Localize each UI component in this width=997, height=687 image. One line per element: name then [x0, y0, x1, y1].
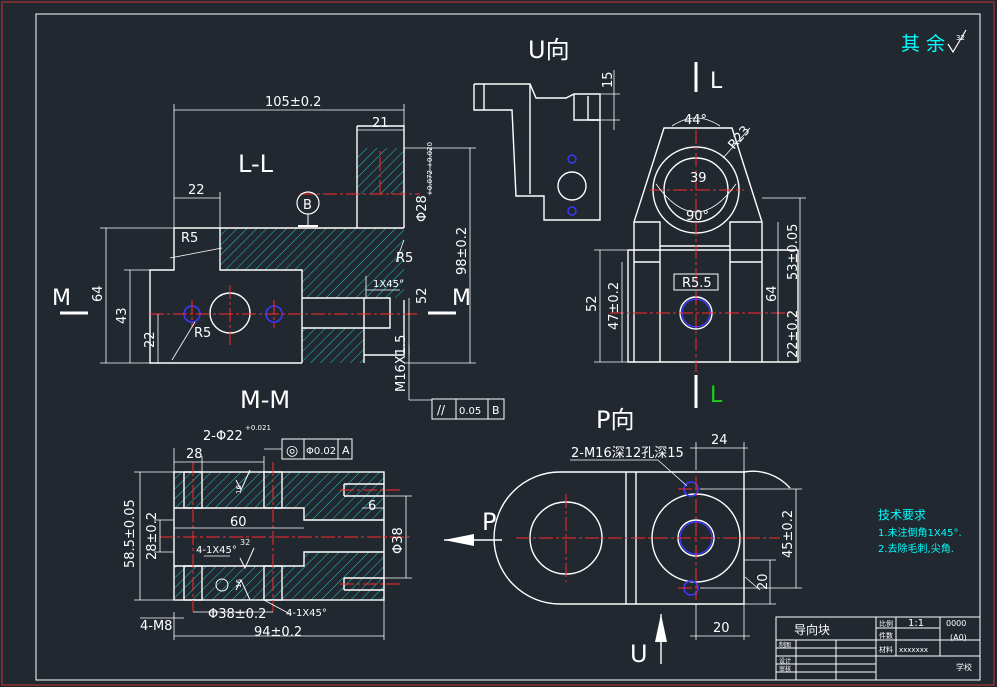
dim-l-44: 44° [684, 113, 707, 128]
dim-mm-16a: 16 [235, 485, 243, 494]
dim-mm-4x45b: 4-1X45° [286, 608, 327, 619]
tb-checked: 审核 [779, 665, 791, 673]
dim-l-22: 22±0.2 [786, 310, 801, 358]
mm-frame-datum: A [342, 444, 350, 457]
dim-ll-52: 52 [415, 287, 430, 304]
mm-hatch-bottom [174, 552, 384, 600]
view-p: P向 [493, 406, 802, 640]
arrow-u-label: U [630, 640, 648, 668]
section-m-left: M [52, 286, 71, 311]
ll-frame-datum: B [492, 404, 500, 417]
roughness-note: 其 余 32 [901, 29, 967, 55]
tb-part-name: 导向块 [794, 622, 830, 637]
arrow-p: P [444, 508, 502, 546]
dim-l-52: 52 [585, 295, 600, 312]
mm-frame-symbol: ◎ [286, 443, 298, 459]
dim-ll-22v: 22 [143, 331, 158, 348]
dim-mm-28v: 28±0.2 [145, 512, 160, 560]
dim-ll-22: 22 [188, 183, 205, 198]
dim-l-53: 53±0.05 [786, 224, 801, 280]
dim-p-2m16: 2-M16深12孔深15 [571, 446, 684, 461]
view-l: L L [585, 62, 806, 408]
dim-mm-94: 94±0.2 [254, 625, 302, 640]
dim-ll-r5a: R5 [181, 231, 198, 246]
tb-designed: 设计 [779, 657, 791, 665]
datum-b-label: B [303, 198, 312, 213]
dim-ll-21: 21 [372, 116, 389, 131]
dim-ll-r5c: R5 [194, 326, 211, 341]
view-u-title: U向 [528, 36, 570, 64]
tb-drawn: 制图 [779, 641, 791, 649]
dim-ll-98: 98±0.2 [455, 227, 470, 275]
dim-mm-32: 32 [240, 538, 250, 547]
dim-ll-chamfer: 1X45° [373, 279, 404, 290]
dim-ll-m16: M16X1.5 [394, 335, 409, 392]
ll-hatch-lower [302, 328, 364, 363]
tb-scale-value: 1:1 [908, 618, 924, 629]
dim-ll-105: 105±0.2 [265, 95, 321, 110]
dim-u-15: 15 [601, 71, 616, 88]
section-m-right: M [452, 286, 471, 311]
dim-mm-phi38: Φ38±0.2 [208, 607, 266, 622]
title-block: 导向块 比例 1:1 0000 (A0) 件数 材料 xxxxxxx 制图 设计… [775, 616, 981, 681]
section-l-top: L [710, 69, 723, 94]
roughness-label: 其 余 [901, 33, 945, 55]
tb-code: 0000 [946, 619, 966, 628]
tb-school: 学校 [956, 662, 972, 672]
view-u: U向 15 [473, 36, 620, 221]
technical-notes: 技术要求 1.未注倒角1X45°. 2.去除毛刺,尖角. [878, 508, 962, 555]
notes-line1: 1.未注倒角1X45°. [878, 526, 962, 539]
dim-ll-64: 64 [91, 285, 106, 302]
dim-l-47: 47±0.2 [607, 282, 622, 330]
ll-frame-value: 0.05 [459, 406, 481, 417]
dim-mm-6: 6 [368, 499, 376, 514]
tb-size: (A0) [950, 633, 967, 642]
arrow-p-label: P [482, 508, 496, 536]
tolerance-frame-concentric: ◎ Φ0.02 A [264, 438, 353, 460]
dim-p-24: 24 [711, 433, 728, 448]
tb-material-value: xxxxxxx [899, 646, 928, 654]
notes-title: 技术要求 [878, 508, 926, 522]
tb-scale-label: 比例 [879, 619, 893, 628]
dim-mm-phi38v: Φ38 [391, 527, 406, 554]
dim-mm-16b: 16 [235, 579, 243, 588]
dim-l-90: 90° [686, 209, 709, 224]
section-l-bottom: L [710, 383, 723, 408]
dim-mm-28: 28 [186, 447, 203, 462]
dim-l-64: 64 [765, 285, 780, 302]
dim-mm-2phi22: 2-Φ22 [203, 429, 243, 444]
dim-mm-2phi22-tol: +0.021 [245, 424, 271, 432]
view-ll: L-L B [52, 95, 505, 420]
dim-p-20v: 20 [756, 573, 771, 590]
mm-frame-value: Φ0.02 [306, 446, 336, 457]
ll-hatch-body [220, 228, 404, 298]
dim-mm-4m8: 4-M8 [140, 619, 172, 634]
dim-mm-4x45a: 4-1X45° [196, 545, 237, 556]
dim-ll-phi28: Φ28 [415, 195, 430, 222]
view-mm: M-M [123, 386, 412, 640]
dim-l-r55: R5.5 [682, 276, 712, 291]
dim-ll-phi28-tol: +0.072 +0.020 [426, 142, 434, 196]
view-p-title: P向 [596, 406, 634, 434]
dim-mm-58: 58.5±0.05 [123, 499, 138, 568]
ll-frame-symbol: // [437, 403, 446, 417]
roughness-value: 32 [956, 34, 965, 42]
dim-p-45: 45±0.2 [781, 510, 796, 558]
dim-l-39: 39 [690, 171, 707, 186]
dim-mm-60: 60 [230, 515, 247, 530]
arrow-u: U [630, 614, 667, 668]
notes-line2: 2.去除毛刺,尖角. [878, 542, 954, 555]
dim-ll-r5b: R5 [396, 251, 413, 266]
tb-qty-label: 件数 [879, 631, 893, 640]
tb-material-label: 材料 [879, 645, 893, 654]
view-ll-title: L-L [238, 150, 274, 178]
dim-ll-43: 43 [115, 307, 130, 324]
dim-p-20: 20 [713, 621, 730, 636]
roughness-symbol [947, 29, 967, 54]
tolerance-frame-parallel: // 0.05 B [409, 398, 505, 420]
view-mm-title: M-M [240, 386, 290, 414]
